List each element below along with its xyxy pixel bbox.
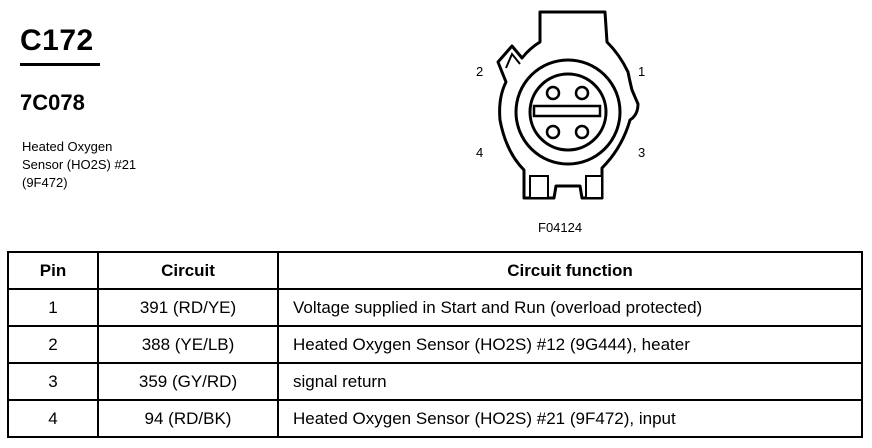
circuit-cell: 359 (GY/RD) [97, 362, 279, 401]
circuit-cell: 391 (RD/YE) [97, 288, 279, 327]
table-header-row: Pin Circuit Circuit function [7, 251, 863, 290]
table-row: 4 94 (RD/BK) Heated Oxygen Sensor (HO2S)… [7, 399, 863, 438]
table-row: 1 391 (RD/YE) Voltage supplied in Start … [7, 288, 863, 327]
column-header-circuit: Circuit [97, 251, 279, 290]
pin-cavity [545, 124, 561, 140]
function-cell: Heated Oxygen Sensor (HO2S) #12 (9G444),… [277, 325, 863, 364]
component-description: Heated Oxygen Sensor (HO2S) #21 (9F472) [22, 138, 222, 192]
description-line: Sensor (HO2S) #21 [22, 157, 137, 172]
pin-cell: 1 [7, 288, 99, 327]
part-number: 7C078 [20, 90, 85, 115]
circuit-cell: 388 (YE/LB) [97, 325, 279, 364]
table-row: 3 359 (GY/RD) signal return [7, 362, 863, 401]
pin-label: 4 [476, 145, 483, 160]
description-line: Heated Oxygen [22, 139, 113, 154]
pin-label: 1 [638, 64, 645, 79]
pin-cavity [574, 85, 590, 101]
pin-cell: 2 [7, 325, 99, 364]
connector-id: C172 [20, 24, 94, 57]
pin-cavity [545, 85, 561, 101]
function-cell: signal return [277, 362, 863, 401]
function-cell: Voltage supplied in Start and Run (overl… [277, 288, 863, 327]
pin-label: 3 [638, 145, 645, 160]
column-header-function: Circuit function [277, 251, 863, 290]
description-line: (9F472) [22, 175, 68, 190]
pin-cell: 3 [7, 362, 99, 401]
connector-face-diagram: 1 2 3 4 [476, 10, 645, 200]
figure-code: F04124 [538, 220, 583, 235]
connector-id-underline [20, 63, 100, 66]
pin-cell: 4 [7, 399, 99, 438]
function-cell: Heated Oxygen Sensor (HO2S) #21 (9F472),… [277, 399, 863, 438]
connector-tab [585, 175, 603, 199]
pin-cavity [574, 124, 590, 140]
pin-table: Pin Circuit Circuit function 1 391 (RD/Y… [7, 251, 863, 438]
column-header-pin: Pin [7, 251, 99, 290]
pin-label: 2 [476, 64, 483, 79]
table-row: 2 388 (YE/LB) Heated Oxygen Sensor (HO2S… [7, 325, 863, 364]
circuit-cell: 94 (RD/BK) [97, 399, 279, 438]
connector-latch [505, 52, 521, 69]
connector-key-bar [532, 104, 602, 118]
connector-tab [529, 175, 549, 199]
